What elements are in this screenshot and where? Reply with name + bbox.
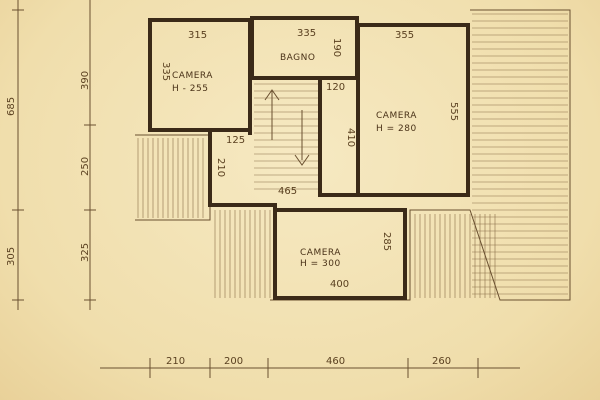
dim-left-325: 325 <box>80 243 91 262</box>
dim-410: 410 <box>345 128 356 147</box>
staircase <box>254 83 318 190</box>
room-name-camera-2: CAMERA <box>376 111 417 121</box>
wall-camera-bottom <box>273 208 407 300</box>
wall-corridor-left <box>208 130 277 212</box>
dim-bottom-200: 200 <box>224 356 243 367</box>
dim-555: 555 <box>448 102 459 121</box>
bottom-dimension-chain <box>100 358 520 378</box>
dim-bottom-210: 210 <box>166 356 185 367</box>
dim-285: 285 <box>381 232 392 251</box>
dim-315: 315 <box>188 30 207 41</box>
dim-210-side: 210 <box>215 158 226 177</box>
stair-arrow-down <box>294 154 310 166</box>
dim-left-250: 250 <box>80 157 91 176</box>
wall-camera-right <box>356 23 470 197</box>
dim-left-305: 305 <box>6 247 17 266</box>
dim-left-685: 685 <box>6 97 17 116</box>
dim-465: 465 <box>278 186 297 197</box>
dim-190: 190 <box>331 38 342 57</box>
room-height-camera-1: H - 255 <box>172 84 208 94</box>
dim-120: 120 <box>326 82 345 93</box>
dim-335-top: 335 <box>297 28 316 39</box>
room-name-camera-3: CAMERA <box>300 248 341 258</box>
roof-hatching <box>137 13 568 298</box>
dim-125: 125 <box>226 135 245 146</box>
left-dimension-chain <box>12 0 96 310</box>
walls <box>148 16 470 300</box>
dim-335-side: 335 <box>160 62 171 81</box>
room-height-camera-2: H = 280 <box>376 124 417 134</box>
roof-outline <box>270 9 571 301</box>
dim-bottom-460: 460 <box>326 356 345 367</box>
room-height-camera-3: H = 300 <box>300 259 341 269</box>
dim-left-390: 390 <box>80 71 91 90</box>
dim-355: 355 <box>395 30 414 41</box>
room-name-bagno: BAGNO <box>280 53 315 63</box>
roof-outline-left <box>135 134 211 221</box>
dim-400: 400 <box>330 279 349 290</box>
wall-stair-right <box>318 78 358 197</box>
dim-bottom-260: 260 <box>432 356 451 367</box>
room-name-camera-1: CAMERA <box>172 71 213 81</box>
